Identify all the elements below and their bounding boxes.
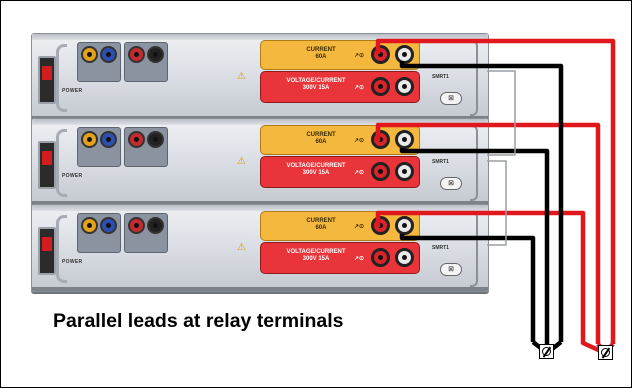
vc-black-terminal[interactable] (395, 77, 414, 96)
red-lead-3 (375, 210, 606, 356)
relay-terminal-black[interactable] (539, 344, 554, 359)
blue-jack[interactable] (100, 46, 117, 63)
red-lead-1 (375, 38, 616, 344)
red-jack[interactable] (128, 46, 145, 63)
vc-red-terminal[interactable] (371, 77, 390, 96)
black-lead-3 (399, 234, 536, 342)
yellow-jack[interactable] (81, 131, 98, 148)
grey-lead-2 (487, 160, 507, 246)
current-black-terminal[interactable] (395, 45, 414, 64)
left-handle (56, 215, 67, 283)
vc-black-terminal[interactable] (395, 162, 414, 181)
control-knob-icon[interactable]: ⊠ (440, 263, 462, 276)
power-switch[interactable] (38, 227, 56, 275)
red-lead-2 (375, 122, 601, 344)
yellow-jack[interactable] (81, 46, 98, 63)
binary-output-jacks (124, 213, 168, 253)
power-switch[interactable] (38, 141, 56, 189)
diagram-caption: Parallel leads at relay terminals (53, 310, 344, 332)
binary-input-jacks (77, 127, 121, 167)
output-icon: ↗⊙ (354, 224, 365, 230)
red-jack[interactable] (128, 217, 145, 234)
black-lead-1 (399, 61, 564, 342)
control-knob-icon[interactable]: ⊠ (440, 92, 462, 105)
warning-icon: ⚠ (237, 156, 246, 167)
output-icon: ↗⊙ (354, 256, 365, 262)
blue-jack[interactable] (100, 217, 117, 234)
power-label: POWER (62, 88, 83, 94)
output-icon: ↗⊙ (354, 138, 365, 144)
power-label: POWER (62, 259, 83, 265)
warning-icon: ⚠ (237, 242, 246, 253)
warning-icon: ⚠ (237, 71, 246, 82)
vc-red-terminal[interactable] (371, 248, 390, 267)
brand-label: SMRT1 (432, 74, 449, 80)
black-jack[interactable] (147, 217, 164, 234)
power-label: POWER (62, 173, 83, 179)
grey-lead-1 (487, 70, 516, 156)
power-switch[interactable] (38, 56, 56, 104)
current-black-terminal[interactable] (395, 130, 414, 149)
black-jack[interactable] (147, 131, 164, 148)
output-icon: ↗⊙ (354, 85, 365, 91)
brand-label: SMRT1 (432, 159, 449, 165)
current-black-terminal[interactable] (395, 216, 414, 235)
binary-input-jacks (77, 42, 121, 82)
vc-red-terminal[interactable] (371, 162, 390, 181)
binary-input-jacks (77, 213, 121, 253)
output-icon: ↗⊙ (354, 170, 365, 176)
relay-terminal-red[interactable] (598, 345, 613, 360)
left-handle (56, 44, 67, 112)
blue-jack[interactable] (100, 131, 117, 148)
black-jack[interactable] (147, 46, 164, 63)
left-handle (56, 129, 67, 197)
output-icon: ↗⊙ (354, 53, 365, 59)
binary-output-jacks (124, 127, 168, 167)
vc-black-terminal[interactable] (395, 248, 414, 267)
black-lead-2 (399, 148, 550, 342)
red-jack[interactable] (128, 131, 145, 148)
binary-output-jacks (124, 42, 168, 82)
control-knob-icon[interactable]: ⊠ (440, 177, 462, 190)
brand-label: SMRT1 (432, 245, 449, 251)
yellow-jack[interactable] (81, 217, 98, 234)
